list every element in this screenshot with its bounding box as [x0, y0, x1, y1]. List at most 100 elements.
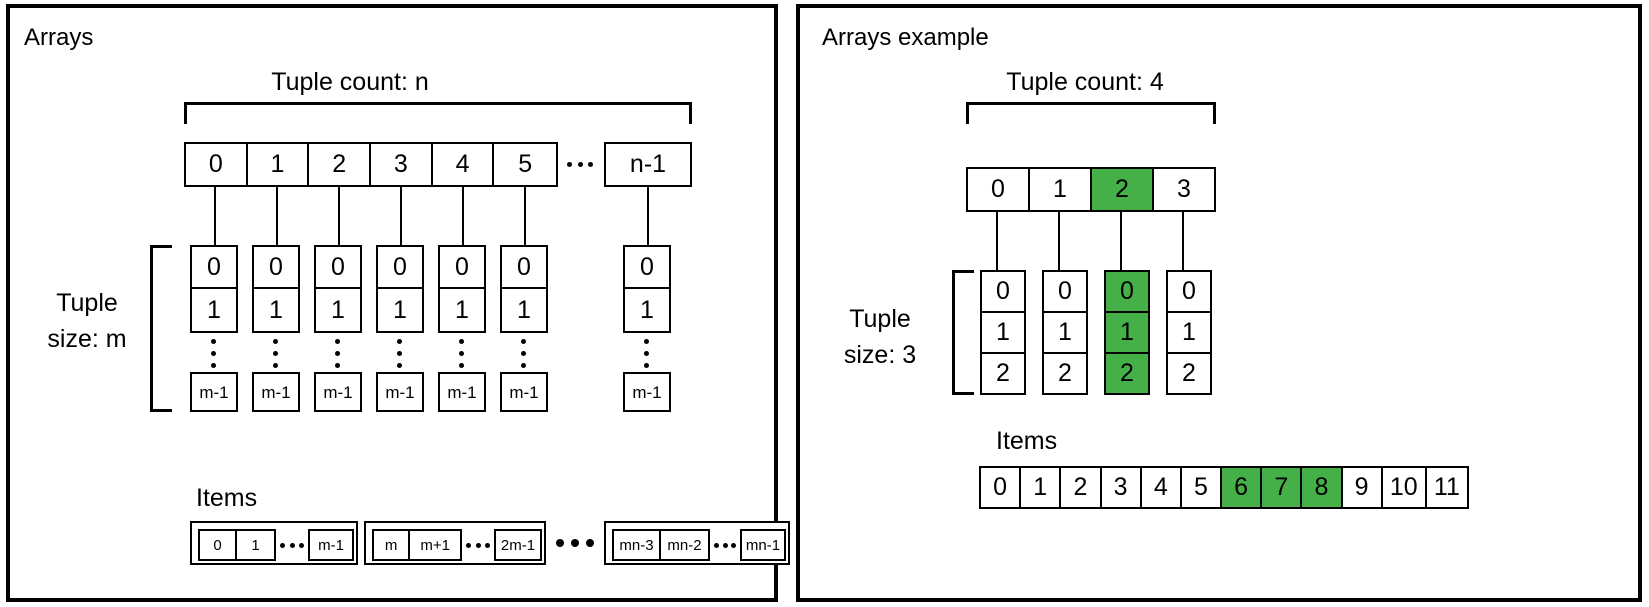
right-items-cell: 2	[1061, 468, 1102, 507]
left-items-group-ellipsis-icon	[280, 543, 304, 548]
right-items-array: 0 1 2 3 4 5 6 7 8 9 10 11	[979, 466, 1469, 509]
left-items-group-separator-icon	[556, 539, 594, 547]
left-tuple-cell-last: m-1	[252, 372, 300, 412]
left-tuple-cell: 0	[502, 247, 546, 289]
right-tuple-column: 0 1 2	[1166, 270, 1212, 395]
left-tuple-column: 0 1	[314, 245, 362, 333]
left-tuple-cell-last: m-1	[190, 372, 238, 412]
left-tuple-cell: 1	[316, 289, 360, 331]
right-items-cell: 11	[1426, 468, 1467, 507]
left-tuple-cell: 1	[192, 289, 236, 331]
right-tuple-size-caption: Tuple size: 3	[820, 302, 940, 373]
left-items-group-ellipsis-icon	[714, 543, 736, 548]
left-tuple-column: 0 1	[500, 245, 548, 333]
left-tuple-cell-last: m-1	[376, 372, 424, 412]
panel-left-title: Arrays	[24, 24, 94, 51]
left-tuple-column: 0 1	[376, 245, 424, 333]
right-items-cell: 3	[1101, 468, 1142, 507]
left-tuple-cell: 1	[502, 289, 546, 331]
left-items-group-ellipsis-icon	[466, 543, 490, 548]
left-items-cell: mn-3	[614, 531, 662, 559]
right-items-cell: 0	[981, 468, 1022, 507]
left-connector	[524, 187, 526, 245]
left-tuple-cell: 1	[378, 289, 422, 331]
left-items-group: m m+1 2m-1	[364, 521, 546, 565]
right-tuple-cell: 1	[982, 313, 1024, 354]
left-connector	[647, 187, 649, 245]
right-items-cell: 4	[1141, 468, 1182, 507]
left-tuple-vdots-icon	[211, 339, 216, 368]
left-index-cell: 0	[186, 144, 248, 185]
left-tuple-column: 0 1	[252, 245, 300, 333]
left-tuple-vdots-icon	[521, 339, 526, 368]
right-index-cell: 1	[1030, 169, 1092, 210]
left-index-array-ellipsis-icon	[567, 162, 593, 167]
left-tuple-vdots-icon	[273, 339, 278, 368]
right-items-cell-highlighted: 7	[1262, 468, 1303, 507]
right-tuple-size-caption-line1: Tuple	[849, 305, 911, 333]
right-index-array: 0 1 2 3	[966, 167, 1216, 212]
left-items-cell: mn-2	[661, 531, 708, 559]
left-tuple-cell: 1	[254, 289, 298, 331]
right-items-cell: 5	[1181, 468, 1223, 507]
left-items-cell: 1	[237, 531, 274, 559]
right-tuple-cell: 0	[982, 272, 1024, 313]
right-tuple-cell: 2	[982, 354, 1024, 393]
panel-arrays-example: Arrays example Tuple count: 4 0 1 2 3 Tu…	[796, 4, 1642, 602]
left-tuple-cell-last: m-1	[438, 372, 486, 412]
left-connector	[338, 187, 340, 245]
left-tuple-vdots-icon	[335, 339, 340, 368]
left-connector	[214, 187, 216, 245]
left-items-cell-last: mn-1	[740, 529, 786, 561]
right-items-cell-highlighted: 6	[1222, 468, 1263, 507]
left-tuple-vdots-icon	[397, 339, 402, 368]
left-tuple-size-bracket	[150, 245, 172, 412]
right-connector	[1058, 212, 1060, 270]
left-items-group-strip: 0 1	[198, 529, 276, 561]
right-tuple-size-bracket	[952, 270, 974, 395]
left-tuple-cell: 0	[378, 247, 422, 289]
left-items-cell: m	[374, 531, 411, 559]
left-connector	[400, 187, 402, 245]
left-items-group: mn-3 mn-2 mn-1	[604, 521, 790, 565]
left-tuple-cell: 0	[316, 247, 360, 289]
left-tuple-column: 0 1	[623, 245, 671, 333]
right-items-cell-highlighted: 8	[1302, 468, 1343, 507]
left-tuple-vdots-icon	[459, 339, 464, 368]
left-tuple-cell: 0	[625, 247, 669, 289]
right-index-cell-highlighted: 2	[1092, 169, 1154, 210]
right-tuple-cell: 1	[1044, 313, 1086, 354]
left-tuple-cell: 0	[440, 247, 484, 289]
right-tuple-cell-highlighted: 0	[1106, 272, 1148, 313]
right-items-cell: 1	[1021, 468, 1062, 507]
right-connector	[1120, 212, 1122, 270]
right-index-cell: 0	[968, 169, 1030, 210]
left-items-cell-last: 2m-1	[494, 529, 542, 561]
right-tuple-column: 0 1 2	[1042, 270, 1088, 395]
right-tuple-column: 0 1 2	[980, 270, 1026, 395]
right-index-cell: 3	[1154, 169, 1214, 210]
left-index-cell: 2	[309, 144, 372, 185]
panel-right-title: Arrays example	[822, 24, 989, 51]
right-items-cell: 10	[1382, 468, 1427, 507]
left-index-array: 0 1 2 3 4 5	[184, 142, 558, 187]
right-tuple-cell-highlighted: 1	[1106, 313, 1148, 354]
panel-arrays: Arrays Tuple count: n 0 1 2 3 4 5 n-1 Tu…	[6, 4, 790, 602]
left-tuple-cell: 0	[254, 247, 298, 289]
right-tuple-count-bracket	[966, 102, 1216, 124]
right-tuple-cell: 2	[1168, 354, 1210, 393]
right-tuple-cell: 1	[1168, 313, 1210, 354]
left-items-group-strip: m m+1	[372, 529, 462, 561]
right-items-cell: 9	[1342, 468, 1383, 507]
left-tuple-count-bracket	[184, 102, 692, 124]
left-tuple-cell: 1	[440, 289, 484, 331]
left-tuple-count-caption: Tuple count: n	[271, 68, 429, 96]
left-items-caption: Items	[196, 484, 258, 512]
right-tuple-cell: 0	[1168, 272, 1210, 313]
left-connector	[462, 187, 464, 245]
left-items-cell: m+1	[410, 531, 460, 559]
left-index-cell: 5	[494, 144, 557, 185]
left-index-cell: 4	[432, 144, 495, 185]
left-tuple-size-caption-line2: size: m	[47, 324, 127, 353]
